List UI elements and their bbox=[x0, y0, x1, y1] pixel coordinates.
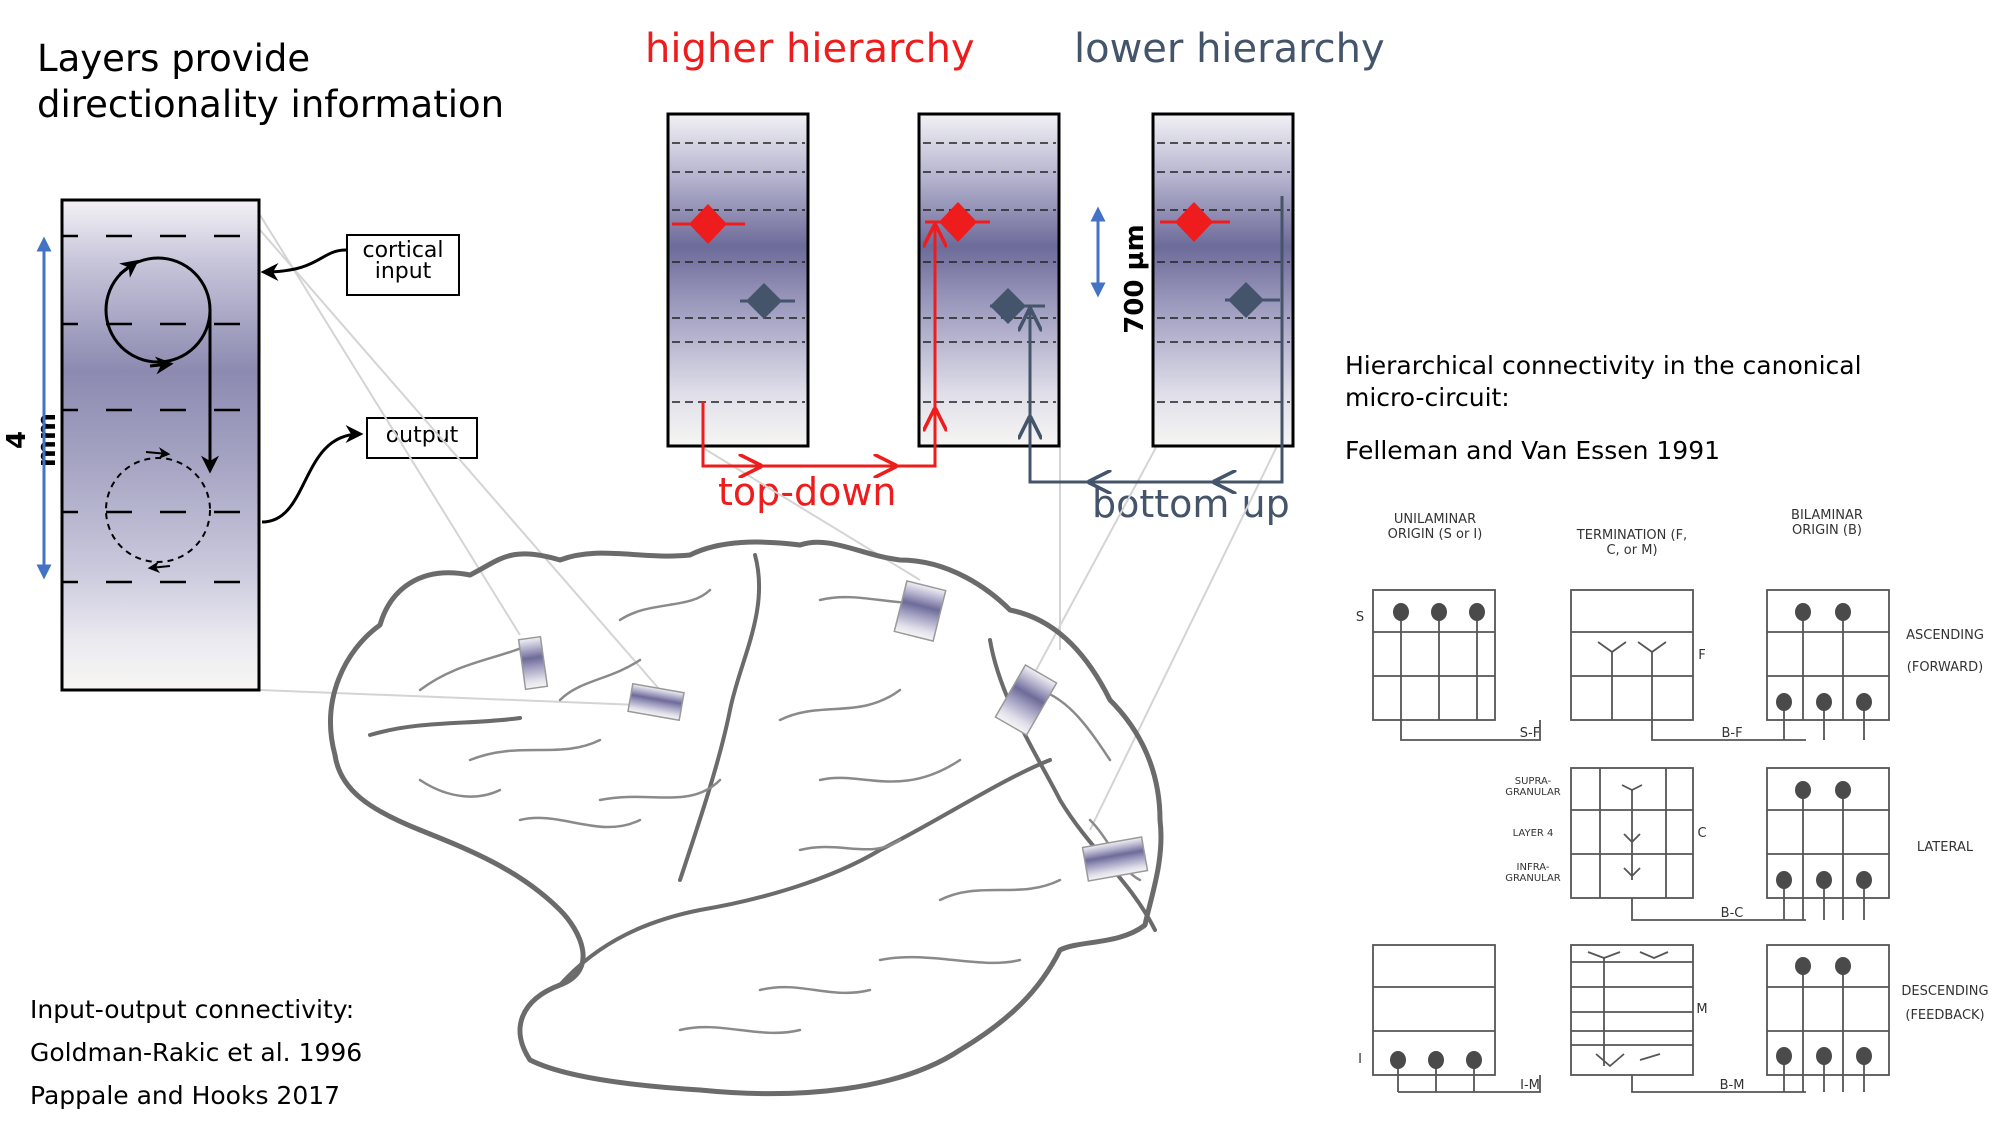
output-box: output bbox=[366, 417, 478, 459]
io-ref-line2: Goldman-Rakic et al. 1996 bbox=[30, 1038, 363, 1067]
bottom-up-path bbox=[1030, 196, 1284, 482]
hierarchical-connectivity-text: Hierarchical connectivity in the canonic… bbox=[1345, 351, 1862, 412]
fve-bf-label: B-F bbox=[1721, 726, 1743, 741]
fve-im-label: I-M bbox=[1520, 1078, 1540, 1093]
brain-column-patches bbox=[517, 580, 1149, 882]
fve-layer4-label: LAYER 4 bbox=[1512, 828, 1554, 839]
cortical-input-box: cortical input bbox=[346, 234, 460, 296]
column-higher-2 bbox=[917, 112, 1061, 448]
higher-hierarchy-label: higher hierarchy bbox=[645, 26, 975, 72]
fve-termination-label: TERMINATION (F, C, or M) bbox=[1576, 528, 1688, 558]
output-arrow bbox=[261, 425, 364, 524]
fve-unilaminar-label: UNILAMINAR ORIGIN (S or I) bbox=[1387, 512, 1483, 542]
fve-forward-label: (FORWARD) bbox=[1906, 660, 1984, 675]
fve-ascending-label: ASCENDING bbox=[1906, 628, 1984, 643]
cortical-input-label: cortical input bbox=[362, 238, 444, 284]
cortex-column-large bbox=[60, 198, 261, 692]
fve-bc-label: B-C bbox=[1720, 906, 1744, 921]
top-down-path bbox=[701, 226, 935, 466]
column-higher-1 bbox=[666, 112, 810, 448]
fve-bm-label: B-M bbox=[1719, 1078, 1745, 1093]
fve-f-label: F bbox=[1698, 648, 1706, 663]
io-ref-line3: Pappale and Hooks 2017 bbox=[30, 1081, 341, 1110]
fve-lateral-label: LATERAL bbox=[1916, 840, 1974, 855]
fve-sf-label: S-F bbox=[1519, 726, 1541, 741]
output-label: output bbox=[385, 423, 459, 448]
fve-descending-label: DESCENDING bbox=[1901, 984, 1989, 999]
fve-c-label: C bbox=[1697, 826, 1707, 841]
fve-supra-label: SUPRA- GRANULAR bbox=[1505, 776, 1561, 798]
io-ref-line1: Input-output connectivity: bbox=[30, 995, 355, 1024]
fve-feedback-label: (FEEDBACK) bbox=[1905, 1008, 1985, 1023]
io-references: Input-output connectivity: Goldman-Rakic… bbox=[30, 988, 362, 1117]
lower-hierarchy-label: lower hierarchy bbox=[1074, 26, 1385, 72]
slide-title: Layers provide directionality informatio… bbox=[37, 37, 505, 126]
fve-i-label: I bbox=[1358, 1052, 1362, 1067]
fve-figure bbox=[1372, 589, 1890, 1093]
fve-bilaminar-label: BILAMINAR ORIGIN (B) bbox=[1791, 508, 1863, 538]
column-lower bbox=[1151, 112, 1295, 448]
brain bbox=[328, 539, 1164, 1097]
fve-s-label: S bbox=[1355, 610, 1365, 625]
fve-cell-bodies bbox=[1390, 603, 1872, 1069]
cortical-input-arrow bbox=[260, 248, 347, 281]
fve-m-label: M bbox=[1696, 1002, 1708, 1017]
felleman-reference: Felleman and Van Essen 1991 bbox=[1345, 436, 1721, 465]
fve-infra-label: INFRA- GRANULAR bbox=[1505, 862, 1561, 884]
